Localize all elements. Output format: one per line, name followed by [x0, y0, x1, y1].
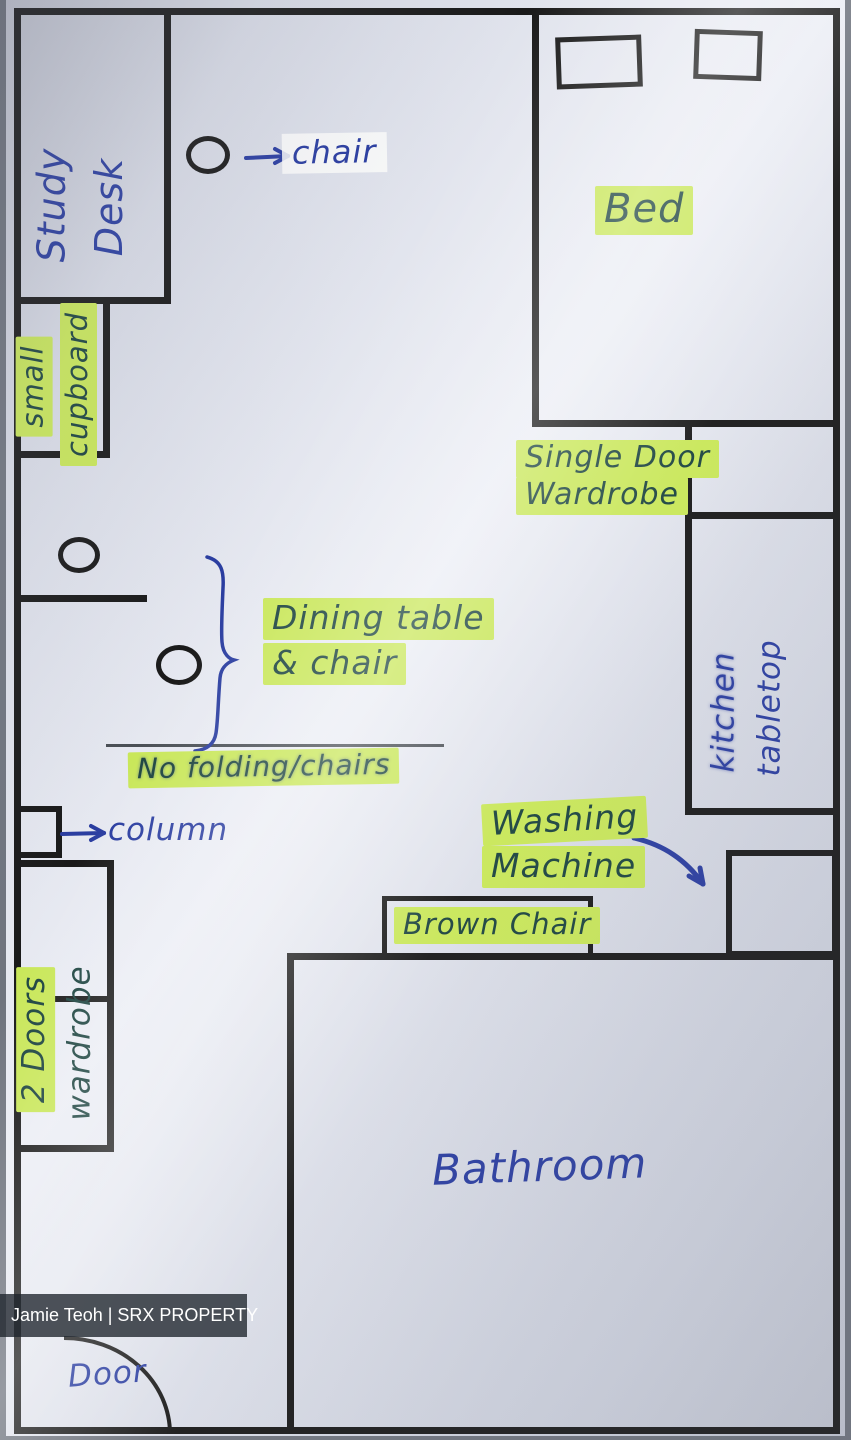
- two-door-wardrobe-divider: [14, 996, 112, 1002]
- washing-machine-outline: [726, 850, 838, 957]
- dining-chair-circle-2: [156, 645, 202, 685]
- paper-sheet: [6, 0, 845, 1436]
- washing-machine-arrow: [631, 835, 706, 887]
- bathroom-label: Bathroom: [431, 1138, 649, 1195]
- wall-dining-left-partition: [14, 595, 147, 602]
- study-desk-label-word2: Desk: [86, 132, 132, 282]
- no-folding-chairs-label: No folding/chairs: [127, 747, 400, 789]
- wall-kitchen-bottom: [685, 808, 840, 815]
- study-desk-label-word1: Study: [28, 122, 74, 287]
- column-outline: [14, 806, 62, 858]
- wall-bed-left: [532, 8, 539, 427]
- watermark-bar: Jamie Teoh | SRX PROPERTY: [0, 1294, 258, 1337]
- two-door-wardrobe-text-1: 2 Doors: [16, 966, 56, 1112]
- wall-study-bottom: [14, 297, 171, 304]
- two-door-wardrobe-label-word1: 2 Doors: [14, 948, 58, 1130]
- single-door-wardrobe-label-2: Wardrobe: [516, 477, 688, 515]
- washing-machine-label-2: Machine: [482, 846, 646, 888]
- wall-outer-top: [14, 8, 840, 15]
- dining-table-label-1: Dining table: [263, 598, 494, 640]
- small-cupboard-label-word2: cupboard: [56, 302, 100, 466]
- study-desk-text-2: Desk: [87, 157, 132, 257]
- desk-chair-circle: [186, 136, 230, 174]
- wall-outer-bottom: [14, 1427, 840, 1434]
- two-door-wardrobe-text-2: wardrobe: [62, 965, 98, 1121]
- watermark-text: Jamie Teoh | SRX PROPERTY: [11, 1305, 259, 1325]
- door-swing-arc: [63, 1336, 172, 1435]
- chair-label: chair: [281, 132, 387, 174]
- wall-kitchen-left: [685, 420, 692, 815]
- kitchen-tabletop-label-word2: tabletop: [748, 614, 792, 802]
- small-cupboard-text-1: small: [15, 335, 53, 437]
- small-cupboard-text-2: cupboard: [59, 302, 97, 466]
- small-cupboard-label-word1: small: [14, 332, 54, 440]
- dining-table-label-2: & chair: [263, 643, 407, 685]
- bed-label: Bed: [595, 186, 694, 235]
- wall-outer-right: [833, 8, 840, 1434]
- kitchen-tabletop-label-word1: kitchen: [702, 628, 746, 796]
- dining-brace: [193, 555, 240, 753]
- two-door-wardrobe-label-word2: wardrobe: [58, 956, 102, 1130]
- single-door-wardrobe-label-1: Single Door: [516, 440, 719, 478]
- no-folding-underline: [106, 744, 444, 747]
- wall-cupboard-right: [103, 297, 110, 458]
- wall-outer-left: [14, 8, 21, 1434]
- study-desk-text-1: Study: [29, 147, 73, 262]
- washing-machine-label-1: Washing: [481, 795, 649, 847]
- dining-chair-circle-1: [58, 537, 100, 573]
- column-label: column: [108, 812, 229, 848]
- wall-kitchen-top: [685, 512, 840, 519]
- column-arrow: [60, 824, 106, 842]
- door-label: Door: [66, 1353, 148, 1395]
- wall-study-right: [164, 8, 171, 304]
- wall-bathroom-left: [287, 953, 294, 1434]
- brown-chair-label: Brown Chair: [394, 907, 601, 944]
- kitchen-tabletop-text-1: kitchen: [706, 651, 743, 773]
- kitchen-tabletop-text-2: tabletop: [752, 639, 789, 777]
